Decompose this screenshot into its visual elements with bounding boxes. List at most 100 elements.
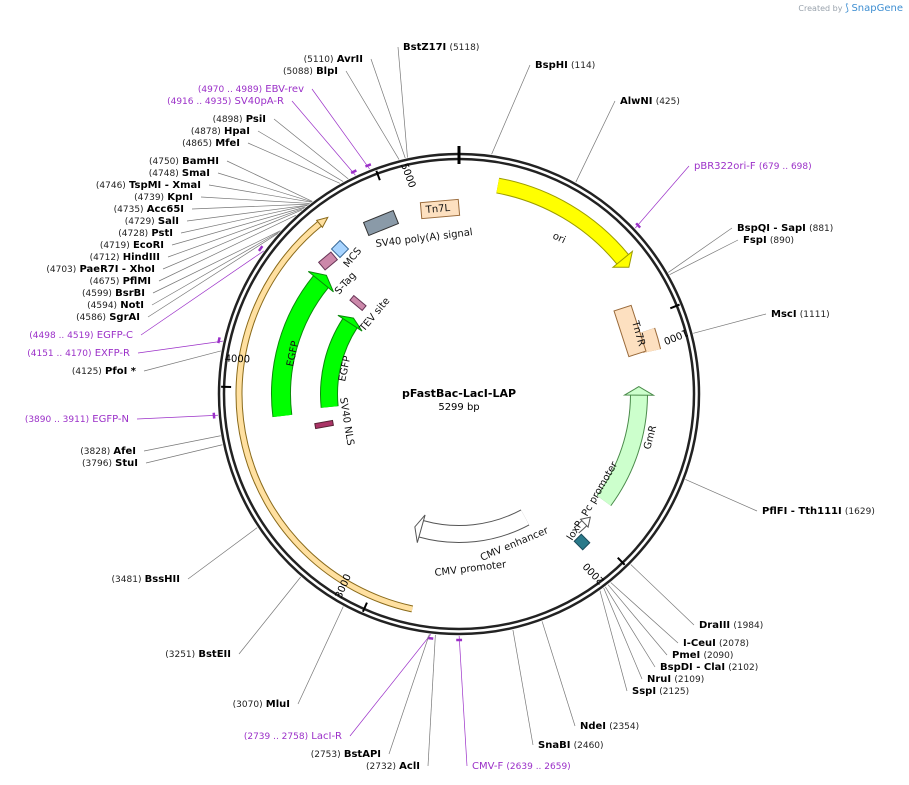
site-label[interactable]: pBR322ori-F (679 .. 698): [694, 161, 812, 172]
feature-egfp-2[interactable]: [321, 318, 357, 408]
feature-sv40-nls-box[interactable]: [314, 419, 334, 430]
site-line: [158, 214, 296, 282]
site-label[interactable]: DraIII (1984): [699, 620, 763, 631]
site-label[interactable]: (4125) PfoI *: [72, 366, 137, 377]
site-label[interactable]: (4703) PaeR7I - XhoI: [46, 264, 155, 275]
site-label[interactable]: (5110) AvrII: [304, 54, 363, 65]
site-position: (2732): [366, 762, 396, 772]
feature-s-tag-box[interactable]: [317, 251, 339, 271]
feature-gmr[interactable]: [597, 394, 647, 506]
site-position: (3070): [233, 700, 263, 710]
tick-mark: [669, 303, 680, 310]
site-label[interactable]: (4735) Acc65I: [114, 204, 184, 215]
site-position: (3251): [165, 650, 195, 660]
site-label[interactable]: (2739 .. 2758) LacI-R: [244, 731, 342, 742]
site-position: (3828): [80, 447, 110, 457]
site-label[interactable]: (5088) BlpI: [283, 66, 338, 77]
site-label[interactable]: FspI (890): [743, 235, 794, 246]
site-name: PfoI *: [105, 366, 137, 377]
feature-sv40-polya-box[interactable]: [362, 209, 400, 237]
feature-egfp-1[interactable]: [272, 276, 328, 418]
site-label[interactable]: (4151 .. 4170) EXFP-R: [27, 348, 130, 359]
feature-gmr-arrowhead: [622, 386, 656, 396]
feature-tn7r-box[interactable]: [613, 304, 647, 358]
site-name: MscI: [771, 309, 797, 320]
site-label[interactable]: (4970 .. 4989) EBV-rev: [198, 84, 304, 95]
site-label[interactable]: NruI (2109): [647, 674, 704, 685]
site-label[interactable]: (4916 .. 4935) SV40pA-R: [167, 96, 284, 107]
site-label[interactable]: (4750) BamHI: [149, 156, 219, 167]
site-label[interactable]: (3796) StuI: [82, 458, 138, 469]
site-position: (4125): [72, 367, 102, 377]
site-label[interactable]: SspI (2125): [632, 686, 689, 697]
site-label[interactable]: PflFI - Tth111I (1629): [762, 506, 875, 517]
site-label[interactable]: (3890 .. 3911) EGFP-N: [25, 414, 129, 425]
site-position: (1984): [733, 621, 763, 631]
feature-ori[interactable]: [496, 178, 629, 264]
site-label[interactable]: (4498 .. 4519) EGFP-C: [29, 330, 133, 341]
site-position: (4750): [149, 157, 179, 167]
site-line: [147, 233, 279, 318]
site-line: [630, 564, 695, 626]
feature-mcs-box[interactable]: [330, 239, 350, 259]
site-position: (4675): [89, 277, 119, 287]
feature-laci-orange-band[interactable]: [236, 221, 413, 612]
feature-tn7l-box[interactable]: [419, 198, 461, 220]
site-label[interactable]: SnaBI (2460): [538, 740, 604, 751]
site-position: (2102): [728, 663, 758, 673]
site-label[interactable]: (4898) PsiI: [213, 114, 266, 125]
site-label[interactable]: (4675) PflMI: [89, 276, 151, 287]
site-label[interactable]: BstZ17I (5118): [403, 42, 479, 53]
site-label[interactable]: (2732) AclI: [366, 761, 420, 772]
site-name: EcoRI: [133, 240, 164, 251]
site-label[interactable]: (4729) SalI: [125, 216, 179, 227]
site-line: [605, 586, 656, 668]
feature-tn7r[interactable]: [638, 328, 661, 353]
site-label[interactable]: (4586) SgrAI: [76, 312, 140, 323]
site-label[interactable]: (3070) MluI: [233, 699, 290, 710]
feature-label-tev-site: TEV site: [357, 296, 392, 335]
site-line: [668, 227, 733, 273]
site-label[interactable]: (2753) BstAPI: [311, 749, 381, 760]
site-line: [599, 590, 628, 692]
site-line: [388, 634, 430, 755]
site-label[interactable]: (4719) EcoRI: [100, 240, 164, 251]
feature-label-egfp-outer: EGFP: [285, 340, 301, 368]
feature-tev-site-box[interactable]: [349, 294, 367, 312]
site-label[interactable]: I-CeuI (2078): [683, 638, 749, 649]
site-label[interactable]: CMV-F (2639 .. 2659): [472, 761, 571, 772]
site-label[interactable]: (4746) TspMI - XmaI: [96, 180, 201, 191]
primer-mark: [635, 222, 642, 229]
tick-label: 4000: [224, 354, 250, 366]
site-label[interactable]: (4739) KpnI: [134, 192, 193, 203]
site-label[interactable]: AlwNI (425): [620, 96, 680, 107]
site-label[interactable]: (4728) PstI: [118, 228, 173, 239]
tick-mark: [617, 556, 626, 566]
site-label[interactable]: BspDI - ClaI (2102): [660, 662, 758, 673]
feature-cmv-enhancer-promoter[interactable]: [419, 510, 529, 542]
site-label[interactable]: PmeI (2090): [672, 650, 733, 661]
feature-loxp-box[interactable]: [573, 533, 591, 551]
site-label[interactable]: (3828) AfeI: [80, 446, 136, 457]
site-label[interactable]: (4712) HindIII: [90, 252, 160, 263]
site-position: (4916 .. 4935): [167, 97, 231, 107]
site-label[interactable]: (3251) BstEII: [165, 649, 231, 660]
site-label[interactable]: (4748) SmaI: [149, 168, 210, 179]
site-name: TspMI - XmaI: [129, 180, 201, 191]
site-label[interactable]: (4599) BsrBI: [82, 288, 145, 299]
site-position: (4748): [149, 169, 179, 179]
site-position: (4586): [76, 313, 106, 323]
site-label[interactable]: NdeI (2354): [580, 721, 639, 732]
site-line: [311, 88, 370, 170]
site-label[interactable]: BspQI - SapI (881): [737, 223, 833, 234]
tick-label: 5000: [398, 162, 417, 190]
site-label[interactable]: MscI (1111): [771, 309, 830, 320]
site-position: (2109): [674, 675, 704, 685]
site-label[interactable]: (3481) BssHII: [112, 574, 180, 585]
site-label[interactable]: (4594) NotI: [87, 300, 144, 311]
site-label[interactable]: (4865) MfeI: [182, 138, 240, 149]
site-label[interactable]: BspHI (114): [535, 60, 595, 71]
site-labels-layer[interactable]: BstZ17I (5118) (5110) AvrII(5088) BlpI (49…: [25, 42, 875, 772]
site-label[interactable]: (4878) HpaI: [191, 126, 250, 137]
